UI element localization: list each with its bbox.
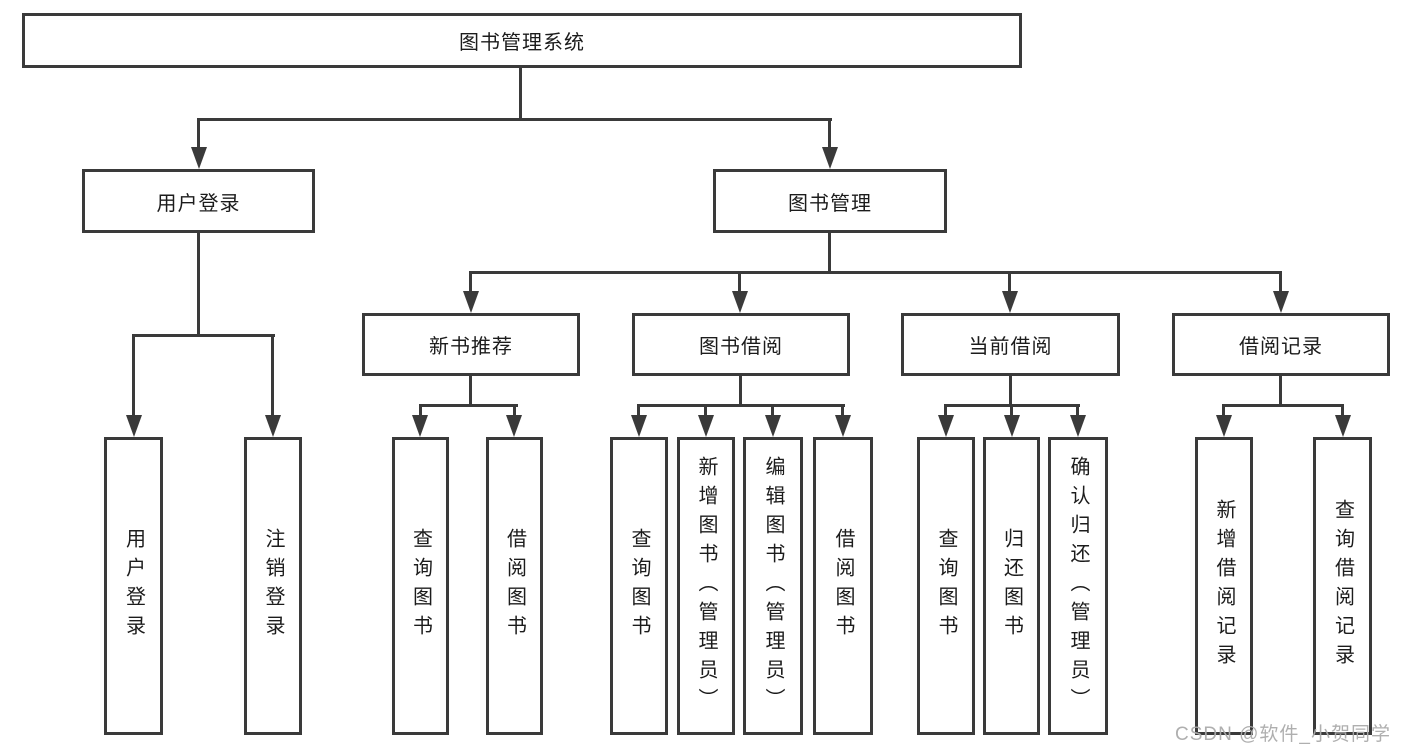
connector-line xyxy=(1076,404,1079,417)
connector-line xyxy=(739,376,742,407)
leaf-borrow-books-label: 借阅图书 xyxy=(832,528,854,644)
leaf-add-books-admin: 新增图书（管理员） xyxy=(677,437,735,735)
connector-line xyxy=(519,68,522,118)
arrowhead-icon xyxy=(1070,415,1086,437)
leaf-query-borrow-record-label: 查询借阅记录 xyxy=(1331,499,1354,673)
leaf-logout: 注销登录 xyxy=(244,437,302,735)
node-book-borrowing: 图书借阅 xyxy=(632,313,850,376)
leaf-user-login-label: 用户登录 xyxy=(122,528,145,644)
node-book-management: 图书管理 xyxy=(713,169,947,233)
connector-line xyxy=(197,233,200,337)
connector-line xyxy=(841,404,844,417)
leaf-add-books-admin-label: 新增图书（管理员） xyxy=(695,455,717,717)
connector-line xyxy=(469,271,472,293)
node-book-borrowing-label: 图书借阅 xyxy=(699,336,783,358)
leaf-query-books-current: 查询图书 xyxy=(917,437,975,735)
connector-line xyxy=(1341,404,1344,417)
connector-line xyxy=(197,118,832,121)
leaf-query-borrow-record: 查询借阅记录 xyxy=(1313,437,1372,735)
connector-line xyxy=(1009,376,1012,407)
connector-line xyxy=(513,404,516,417)
arrowhead-icon xyxy=(1004,415,1020,437)
connector-line xyxy=(1222,404,1344,407)
leaf-return-books-label: 归还图书 xyxy=(1000,528,1023,644)
connector-line xyxy=(132,334,135,416)
leaf-borrow-books-recommend-label: 借阅图书 xyxy=(503,528,526,644)
arrowhead-icon xyxy=(938,415,954,437)
leaf-query-books-borrowing: 查询图书 xyxy=(610,437,668,735)
connector-line xyxy=(1222,404,1225,417)
leaf-query-books-recommend-label: 查询图书 xyxy=(409,528,432,644)
connector-line xyxy=(771,404,774,417)
arrowhead-icon xyxy=(631,415,647,437)
arrowhead-icon xyxy=(463,291,479,313)
connector-line xyxy=(828,233,831,274)
connector-line xyxy=(637,404,845,407)
arrowhead-icon xyxy=(265,415,281,437)
node-new-book-recommend-label: 新书推荐 xyxy=(429,336,513,358)
arrowhead-icon xyxy=(765,415,781,437)
node-root-label: 图书管理系统 xyxy=(459,32,585,54)
connector-line xyxy=(132,334,275,337)
connector-line xyxy=(704,404,707,417)
connector-line xyxy=(469,271,1282,274)
arrowhead-icon xyxy=(412,415,428,437)
leaf-borrow-books-recommend: 借阅图书 xyxy=(486,437,543,735)
connector-line xyxy=(419,404,422,417)
connector-line xyxy=(271,334,274,416)
node-root: 图书管理系统 xyxy=(22,13,1022,68)
connector-line xyxy=(197,118,200,149)
connector-line xyxy=(1279,376,1282,407)
csdn-watermark: CSDN @软件_小贺同学 xyxy=(1175,724,1391,745)
node-borrowing-records-label: 借阅记录 xyxy=(1239,336,1323,358)
connector-line xyxy=(637,404,640,417)
connector-line xyxy=(738,271,741,293)
node-book-management-label: 图书管理 xyxy=(788,192,872,215)
connector-line xyxy=(469,376,472,407)
leaf-edit-books-admin: 编辑图书（管理员） xyxy=(743,437,803,735)
connector-line xyxy=(944,404,947,417)
arrowhead-icon xyxy=(822,147,838,169)
node-new-book-recommend: 新书推荐 xyxy=(362,313,580,376)
leaf-user-login: 用户登录 xyxy=(104,437,163,735)
arrowhead-icon xyxy=(1335,415,1351,437)
leaf-add-borrow-record: 新增借阅记录 xyxy=(1195,437,1253,735)
node-current-borrowing-label: 当前借阅 xyxy=(968,336,1053,358)
arrowhead-icon xyxy=(732,291,748,313)
arrowhead-icon xyxy=(191,147,207,169)
node-user-login-label: 用户登录 xyxy=(156,192,241,215)
leaf-logout-label: 注销登录 xyxy=(262,528,284,644)
node-current-borrowing: 当前借阅 xyxy=(901,313,1120,376)
leaf-edit-books-admin-label: 编辑图书（管理员） xyxy=(762,455,784,717)
arrowhead-icon xyxy=(126,415,142,437)
leaf-confirm-return-admin: 确认归还（管理员） xyxy=(1048,437,1108,735)
leaf-add-borrow-record-label: 新增借阅记录 xyxy=(1213,499,1235,673)
connector-line xyxy=(1008,271,1011,293)
leaf-return-books: 归还图书 xyxy=(983,437,1040,735)
arrowhead-icon xyxy=(698,415,714,437)
node-borrowing-records: 借阅记录 xyxy=(1172,313,1390,376)
connector-line xyxy=(419,404,518,407)
arrowhead-icon xyxy=(1216,415,1232,437)
leaf-confirm-return-admin-label: 确认归还（管理员） xyxy=(1067,455,1089,717)
leaf-query-books-current-label: 查询图书 xyxy=(935,528,957,644)
leaf-query-books-recommend: 查询图书 xyxy=(392,437,449,735)
node-user-login: 用户登录 xyxy=(82,169,315,233)
connector-line xyxy=(1279,271,1282,293)
leaf-borrow-books: 借阅图书 xyxy=(813,437,873,735)
arrowhead-icon xyxy=(1002,291,1018,313)
arrowhead-icon xyxy=(1273,291,1289,313)
arrowhead-icon xyxy=(835,415,851,437)
leaf-query-books-borrowing-label: 查询图书 xyxy=(628,528,650,644)
connector-line xyxy=(1010,404,1013,417)
connector-line xyxy=(828,118,831,149)
arrowhead-icon xyxy=(506,415,522,437)
